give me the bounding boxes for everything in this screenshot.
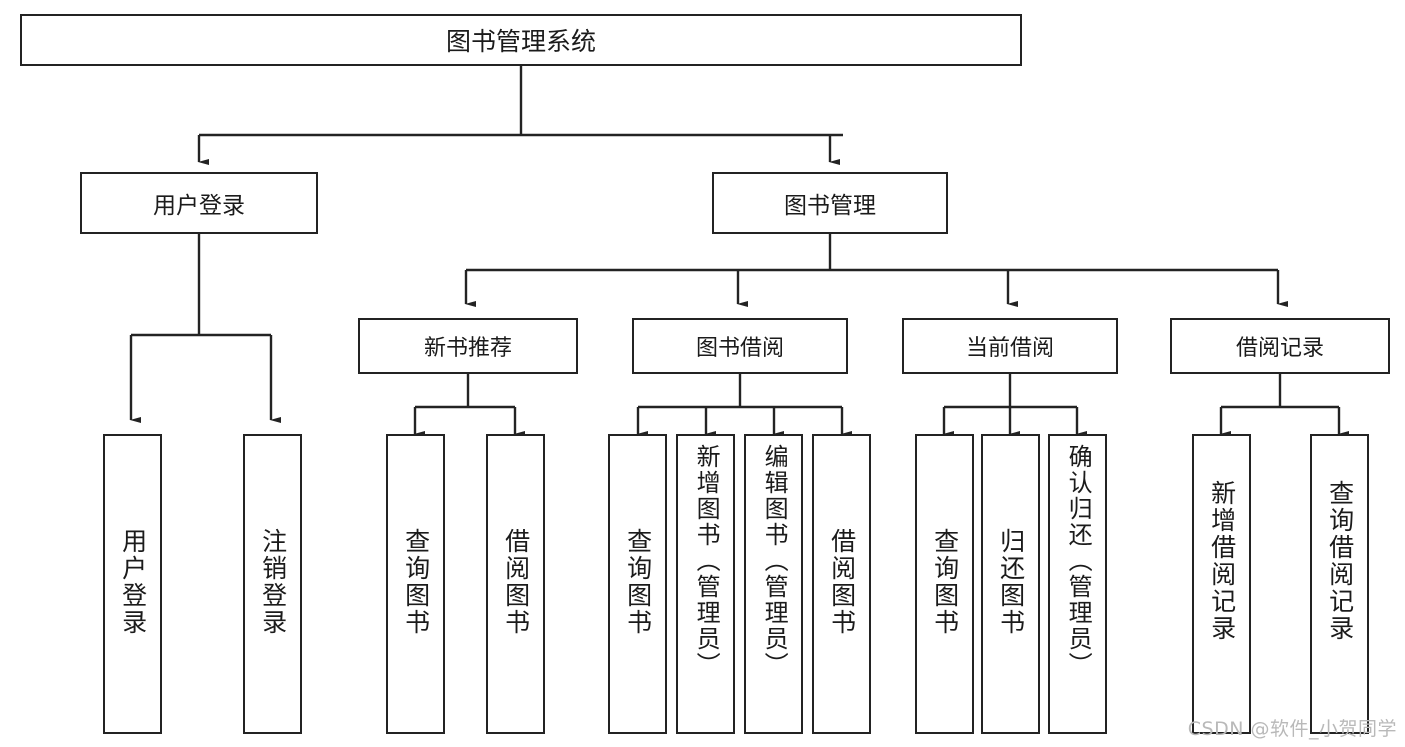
node-label: 注销登录	[258, 528, 288, 636]
node-label: 用户登录	[118, 528, 148, 636]
node-label: 借阅图书	[501, 528, 531, 636]
node-book-borrowing[interactable]: 图书借阅	[632, 318, 848, 374]
leaf-borrow-books[interactable]: 借阅图书	[812, 434, 871, 734]
node-label: 查询图书	[623, 528, 653, 636]
node-label: 查询借阅记录	[1325, 480, 1355, 642]
node-label: 借阅图书	[827, 528, 857, 636]
leaf-user-login[interactable]: 用户登录	[103, 434, 162, 734]
node-label: 确认归还（管理员）	[1064, 444, 1093, 678]
node-current-borrowing[interactable]: 当前借阅	[902, 318, 1118, 374]
leaf-query-books-borrow[interactable]: 查询图书	[608, 434, 667, 734]
node-root-system[interactable]: 图书管理系统	[20, 14, 1022, 66]
node-label: 借阅记录	[1235, 336, 1324, 361]
node-label: 新增图书（管理员）	[692, 444, 721, 678]
node-label: 图书管理系统	[445, 27, 596, 56]
node-label: 查询图书	[930, 528, 960, 636]
leaf-query-borrow-record[interactable]: 查询借阅记录	[1310, 434, 1369, 734]
node-label: 查询图书	[401, 528, 431, 636]
leaf-logout[interactable]: 注销登录	[243, 434, 302, 734]
node-borrow-records[interactable]: 借阅记录	[1170, 318, 1390, 374]
leaf-edit-book-admin[interactable]: 编辑图书（管理员）	[744, 434, 803, 734]
watermark: CSDN @软件_小贺同学	[1187, 718, 1397, 740]
leaf-add-book-admin[interactable]: 新增图书（管理员）	[676, 434, 735, 734]
node-user-login[interactable]: 用户登录	[80, 172, 318, 234]
leaf-return-books[interactable]: 归还图书	[981, 434, 1040, 734]
node-label: 编辑图书（管理员）	[760, 444, 789, 678]
node-label: 归还图书	[996, 528, 1026, 636]
node-book-management[interactable]: 图书管理	[712, 172, 948, 234]
node-label: 新增借阅记录	[1207, 480, 1237, 642]
node-label: 用户登录	[153, 193, 245, 219]
node-label: 图书管理	[784, 193, 876, 219]
leaf-confirm-return-admin[interactable]: 确认归还（管理员）	[1048, 434, 1107, 734]
leaf-borrow-books-recommend[interactable]: 借阅图书	[486, 434, 545, 734]
leaf-add-borrow-record[interactable]: 新增借阅记录	[1192, 434, 1251, 734]
node-label: 当前借阅	[965, 336, 1054, 361]
leaf-query-books-recommend[interactable]: 查询图书	[386, 434, 445, 734]
node-label: 新书推荐	[423, 336, 512, 361]
leaf-query-books-current[interactable]: 查询图书	[915, 434, 974, 734]
node-new-book-recommendation[interactable]: 新书推荐	[358, 318, 578, 374]
node-label: 图书借阅	[695, 336, 784, 361]
